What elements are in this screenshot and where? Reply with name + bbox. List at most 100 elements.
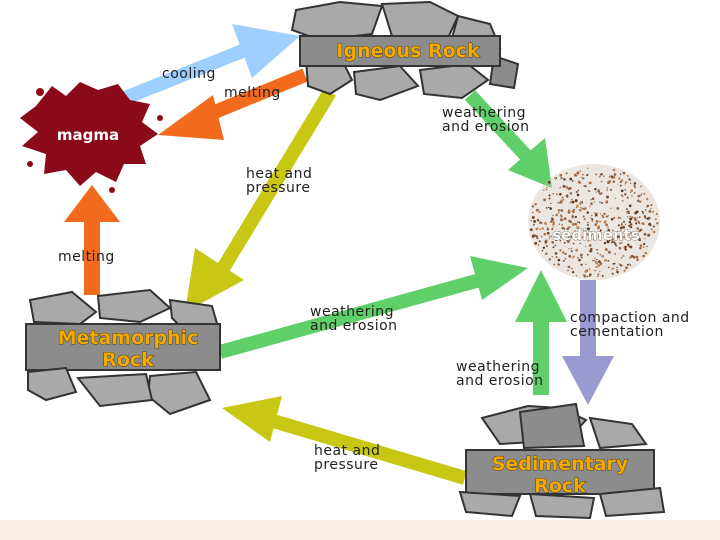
sediment-speck [652,225,655,228]
sediment-speck [574,222,578,226]
sediment-speck [613,173,617,176]
sediment-speck [563,241,566,244]
sediment-speck [646,204,650,208]
weathering-mid-label-line1: weathering [310,304,394,320]
sediment-speck [590,198,592,201]
sediment-speck [562,251,565,254]
sediment-speck [546,226,549,229]
sediment-speck [569,186,572,190]
sediment-speck [559,174,563,177]
heat-pressure-arrow-low [222,396,467,485]
sediment-speck [615,238,618,241]
sediment-speck [543,232,547,236]
sediment-speck [560,209,564,212]
sediment-speck [623,230,626,233]
sediment-speck [552,193,554,195]
sediment-speck [559,249,562,252]
sediment-speck [530,219,533,222]
sediment-speck [572,211,575,214]
sediment-speck [580,176,582,179]
sediment-speck [595,261,599,265]
sediment-speck [634,186,636,188]
sediment-speck [595,191,597,193]
sediment-speck [630,189,633,192]
metamorphic-rock-node: Metamorphic Rock [25,288,222,416]
sediment-speck [563,217,567,221]
sediment-speck [555,193,558,196]
sediment-speck [588,244,592,247]
sediment-speck [587,240,589,242]
sediment-speck [629,182,632,184]
sediment-speck [548,235,551,238]
sediment-speck [642,212,645,215]
sediment-speck [638,229,642,232]
sediment-speck [582,177,585,180]
sediment-speck [620,232,622,235]
sediment-speck [592,259,594,262]
sediment-speck [629,245,633,249]
sediment-speck [619,180,623,184]
cooling-arrow [117,24,300,107]
sediment-speck [616,270,619,274]
sediment-speck [589,249,593,253]
sediment-speck [568,226,571,229]
sediment-speck [564,258,567,260]
sediment-speck [649,224,652,227]
sediment-speck [598,175,601,178]
sediment-speck [608,175,611,177]
sediment-speck [613,216,616,219]
sediment-speck [594,257,596,260]
melting-arrow-left [64,185,120,295]
sediments-node: sediments [528,164,660,280]
sediment-speck [577,256,579,259]
sediment-speck [643,215,646,218]
sediment-speck [612,267,615,270]
sediment-speck [545,252,548,255]
sediment-speck [589,205,591,207]
sediment-speck [578,232,582,235]
sediment-speck [597,226,600,230]
metamorphic-rock-label-line2: Rock [102,349,154,371]
sediment-speck [604,258,608,262]
sediment-speck [571,200,575,204]
sediment-speck [594,187,597,191]
sediment-speck [638,216,641,219]
sediment-speck [630,254,634,258]
sediment-speck [595,173,598,176]
sediment-speck [650,208,652,210]
sediment-speck [551,228,554,231]
sediment-speck [596,222,598,224]
sediment-speck [537,219,539,221]
sediment-speck [532,223,535,226]
sediment-speck [568,219,571,223]
sediment-speck [591,214,593,217]
compaction-arrow [562,280,614,405]
sediment-speck [586,233,590,236]
sediment-speck [597,273,600,276]
sediment-speck [629,215,631,218]
sediment-speck [625,208,628,211]
sediment-speck [566,238,569,241]
sediment-speck [652,230,656,234]
sedimentary-rock-label-line1: Sedimentary [492,453,629,475]
sediment-speck [550,236,552,239]
sediment-speck [584,270,588,274]
sediment-speck [622,171,624,174]
sediment-speck [621,257,623,259]
sediment-speck [545,207,548,209]
sediment-speck [546,186,548,189]
sediment-speck [599,270,601,273]
sediment-speck [560,177,562,179]
sediment-speck [655,213,658,215]
sediment-speck [624,248,627,251]
sediment-speck [614,197,617,200]
sediment-speck [555,239,558,242]
sediment-speck [568,247,570,250]
sediment-speck [624,193,627,196]
sediment-speck [585,245,587,247]
sediment-speck [535,209,538,212]
sediment-speck [581,173,584,176]
sediment-speck [569,201,572,204]
sediment-speck [636,199,640,203]
sediment-speck [612,168,616,172]
